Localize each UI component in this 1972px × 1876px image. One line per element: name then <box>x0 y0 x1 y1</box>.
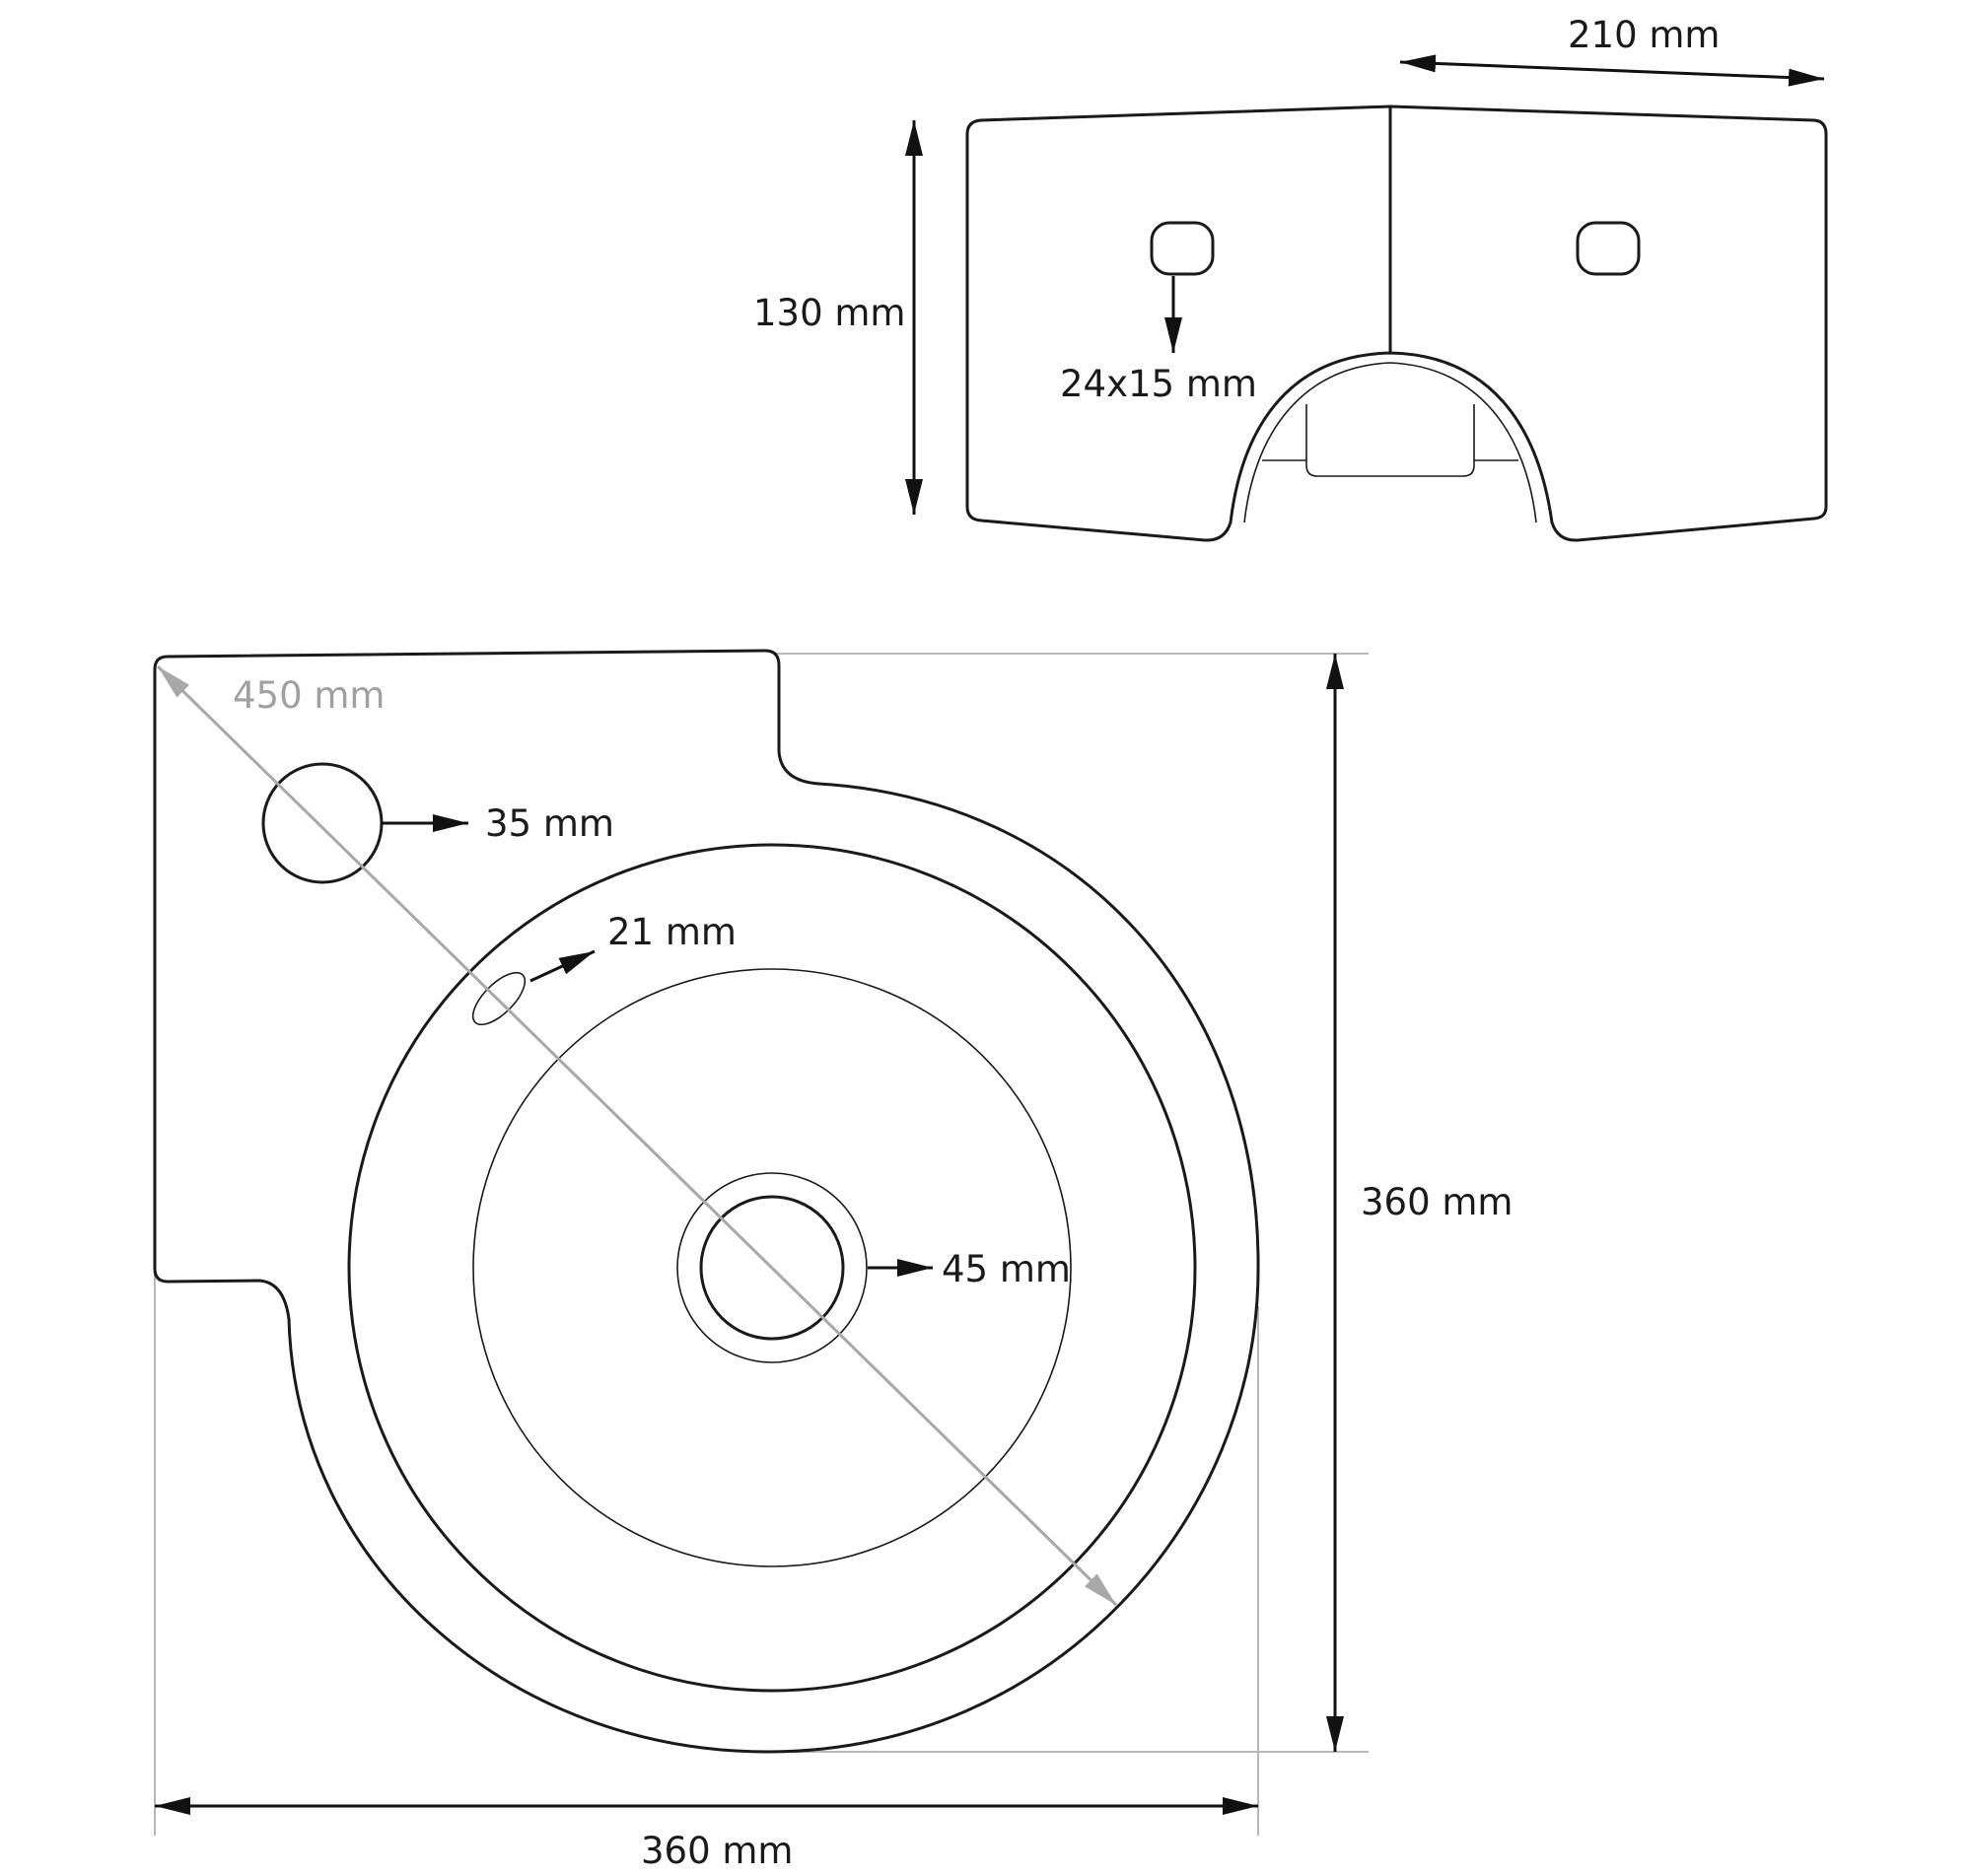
mounting-slot-left <box>1150 221 1215 276</box>
tap-hole-label: 35 mm <box>485 802 614 845</box>
side-view-drain-unit <box>1305 404 1475 477</box>
overflow-pointer-arrow <box>529 949 596 983</box>
side-view-outline <box>965 104 1828 542</box>
side-height-label: 130 mm <box>753 292 905 334</box>
top-view: 450 mm 35 mm 21 mm 45 mm 360 mm 360 mm <box>153 649 1513 1872</box>
top-height-label: 360 mm <box>1361 1181 1513 1223</box>
diagonal-dimension-arrow <box>156 664 1118 1607</box>
side-view-inner-arch <box>1243 362 1537 523</box>
diagonal-label: 450 mm <box>233 674 385 717</box>
mounting-slot-right <box>1576 221 1641 276</box>
drain-label: 45 mm <box>942 1248 1071 1290</box>
overflow-label: 21 mm <box>607 911 737 953</box>
basin-outline <box>153 649 1260 1754</box>
tap-hole <box>261 762 384 884</box>
slot-size-label: 24x15 mm <box>1060 363 1257 405</box>
side-view: 24x15 mm 210 mm 130 mm <box>753 14 1828 542</box>
top-width-label: 360 mm <box>641 1830 793 1872</box>
side-width-label: 210 mm <box>1568 14 1720 56</box>
side-width-dimension-arrow <box>1399 54 1825 87</box>
